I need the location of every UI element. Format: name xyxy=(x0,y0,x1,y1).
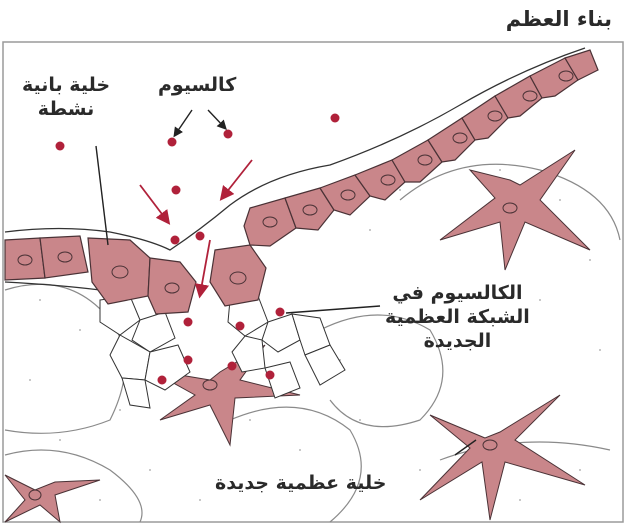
calcium-dot xyxy=(331,114,340,123)
diagram-title: بناء العظم xyxy=(506,6,612,32)
leader-calcium-1 xyxy=(175,110,192,135)
label-new-bone-cell: خلية عظمية جديدة xyxy=(215,472,386,496)
calcium-dot xyxy=(184,356,193,365)
calcium-dot xyxy=(236,322,245,331)
calcium-dot xyxy=(228,362,237,371)
leader-calcium-matrix xyxy=(286,306,380,313)
calcium-dot xyxy=(196,232,205,241)
flow-arrow xyxy=(200,240,210,295)
active-osteoblast-cell xyxy=(88,238,150,304)
calcium-dot xyxy=(56,142,65,151)
active-osteoblast-cell xyxy=(210,245,266,306)
calcium-dot xyxy=(266,371,275,380)
label-line: الجديدة xyxy=(385,330,530,354)
flow-arrow xyxy=(222,160,252,198)
label-calcium: كالسيوم xyxy=(158,74,236,98)
leader-calcium-2 xyxy=(208,110,225,128)
calcium-dot xyxy=(184,318,193,327)
lining-cell xyxy=(40,236,88,278)
calcium-dot xyxy=(158,376,167,385)
label-line: خلية بانية xyxy=(22,74,110,98)
flow-arrow xyxy=(140,185,168,222)
calcium-dot xyxy=(172,186,181,195)
label-calcium-in-matrix: الكالسيوم في الشبكة العظمية الجديدة xyxy=(385,282,530,353)
calcium-dot xyxy=(171,236,180,245)
label-active-osteoblast: خلية بانية نشطة xyxy=(22,74,110,122)
label-line: الشبكة العظمية xyxy=(385,306,530,330)
calcium-dot xyxy=(168,138,177,147)
calcium-dot xyxy=(224,130,233,139)
active-osteoblast-cell xyxy=(148,258,196,314)
osteocyte xyxy=(5,475,100,522)
calcium-dot xyxy=(276,308,285,317)
osteocyte xyxy=(420,395,585,520)
label-line: نشطة xyxy=(22,98,110,122)
lining-cell xyxy=(5,238,45,280)
label-line: الكالسيوم في xyxy=(385,282,530,306)
